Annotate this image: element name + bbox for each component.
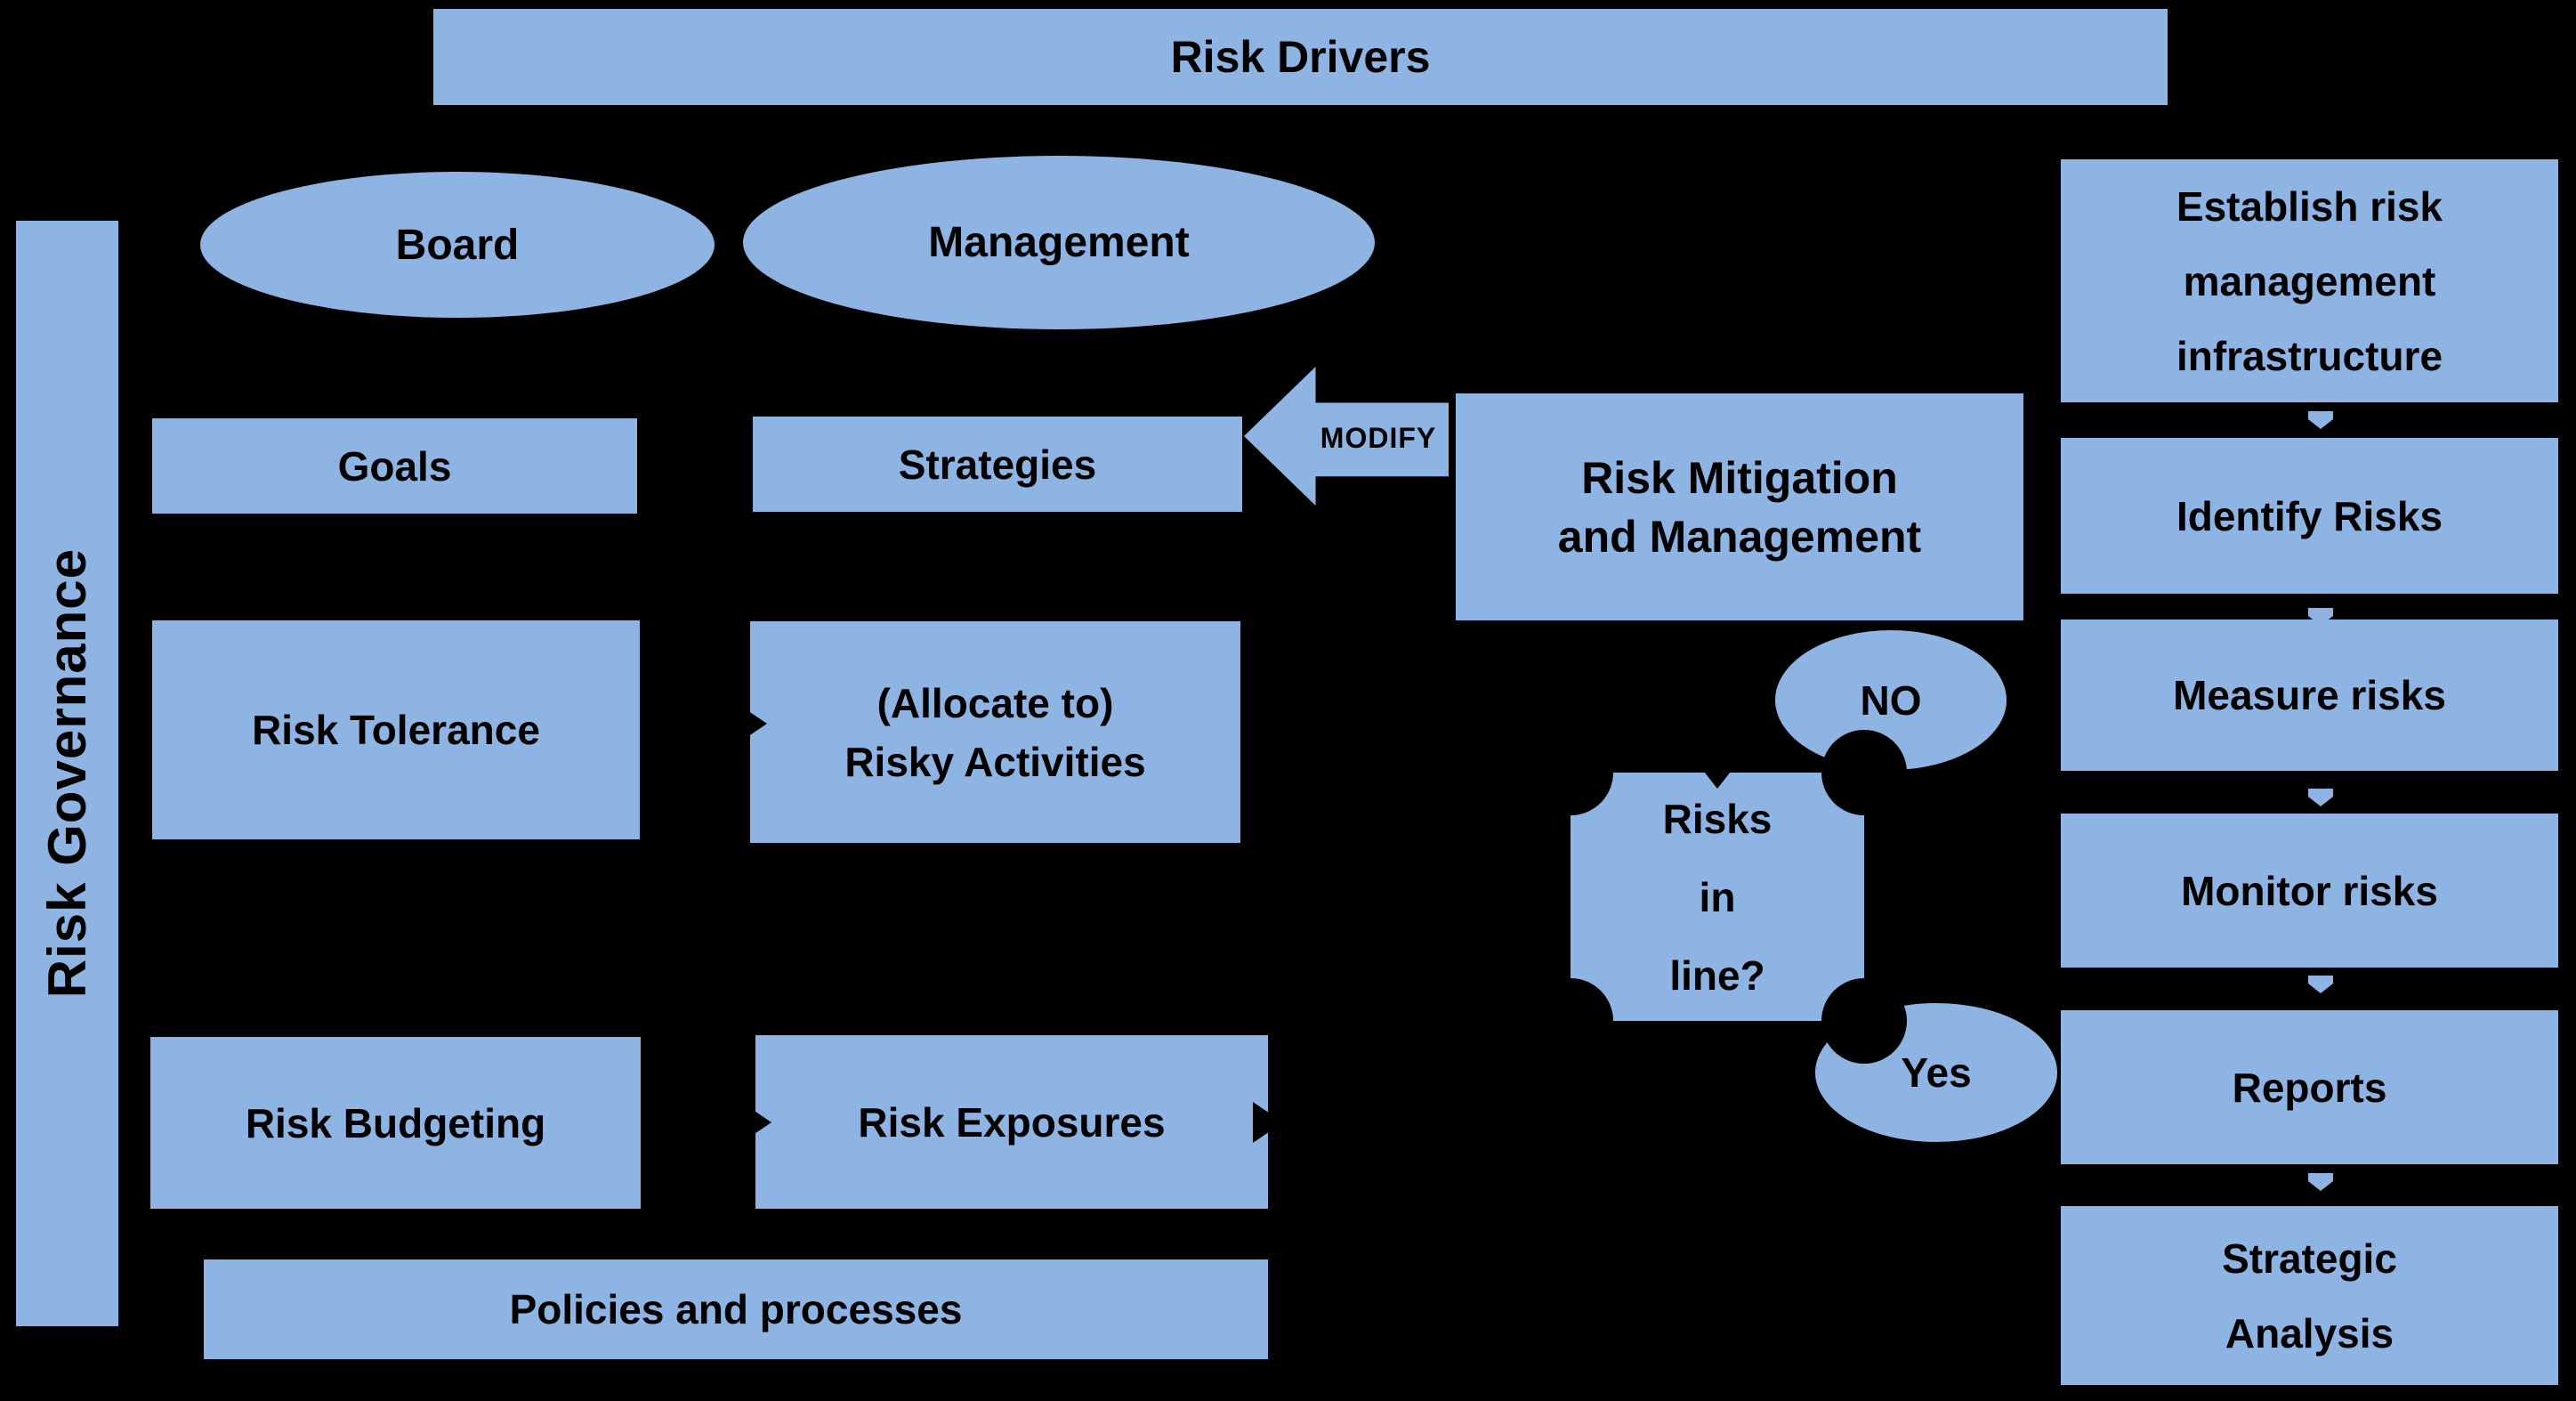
board-ellipse: Board bbox=[200, 172, 715, 318]
process-step-label: Identify Risks bbox=[2176, 492, 2443, 539]
risk-mitigation-box: Risk Mitigation and Management bbox=[1456, 393, 2023, 620]
risk-exposures-label: Risk Exposures bbox=[858, 1098, 1166, 1146]
risk-exposures-box: Risk Exposures bbox=[755, 1035, 1268, 1209]
corner-notch bbox=[1821, 978, 1907, 1064]
policies-processes-bar: Policies and processes bbox=[204, 1259, 1268, 1359]
risk-budgeting-label: Risk Budgeting bbox=[245, 1099, 546, 1146]
down-arrowhead-icon bbox=[2308, 411, 2333, 429]
corner-notch bbox=[1528, 730, 1613, 815]
down-arrowhead-icon bbox=[2308, 976, 2333, 993]
risk-governance-bar: Risk Governance bbox=[16, 221, 118, 1326]
risks-in-line-decision: Risks in line? bbox=[1571, 773, 1864, 1021]
process-step-establish-infrastructure: Establish risk management infrastructure bbox=[2061, 159, 2558, 402]
yes-label: Yes bbox=[1901, 1049, 1972, 1096]
process-step-monitor-risks: Monitor risks bbox=[2061, 814, 2558, 968]
risky-activities-line2: Risky Activities bbox=[844, 738, 1146, 785]
modify-label: MODIFY bbox=[1320, 421, 1437, 454]
risk-mitigation-line1: Risk Mitigation bbox=[1581, 452, 1898, 503]
goals-box: Goals bbox=[152, 418, 637, 514]
corner-notch bbox=[1528, 978, 1613, 1064]
strategies-label: Strategies bbox=[898, 441, 1097, 488]
risk-drivers-bar: Risk Drivers bbox=[433, 9, 2168, 105]
process-step-label: Strategic Analysis bbox=[2222, 1235, 2397, 1356]
risk-tolerance-box: Risk Tolerance bbox=[152, 620, 640, 839]
process-step-label: Reports bbox=[2232, 1064, 2387, 1111]
management-label: Management bbox=[928, 219, 1190, 266]
risks-in-line-line1: Risks bbox=[1662, 795, 1773, 842]
risks-in-line-line2: in bbox=[1699, 873, 1736, 920]
process-step-label: Measure risks bbox=[2173, 672, 2446, 718]
down-arrowhead-icon bbox=[2308, 1173, 2333, 1191]
risks-in-line-line3: line? bbox=[1669, 952, 1765, 999]
risk-budgeting-box: Risk Budgeting bbox=[150, 1037, 641, 1209]
risk-drivers-label: Risk Drivers bbox=[1170, 32, 1431, 82]
no-label: NO bbox=[1860, 676, 1922, 724]
policies-processes-label: Policies and processes bbox=[509, 1286, 963, 1332]
risky-activities-box: (Allocate to) Risky Activities bbox=[750, 621, 1240, 843]
process-step-reports: Reports bbox=[2061, 1010, 2558, 1164]
risk-mitigation-line2: and Management bbox=[1557, 511, 1922, 562]
process-step-label: Establish risk management infrastructure bbox=[2176, 182, 2443, 379]
management-ellipse: Management bbox=[743, 156, 1375, 329]
process-step-measure-risks: Measure risks bbox=[2061, 620, 2558, 771]
risky-activities-line1: (Allocate to) bbox=[876, 679, 1114, 726]
goals-label: Goals bbox=[337, 442, 452, 490]
process-step-identify-risks: Identify Risks bbox=[2061, 438, 2558, 594]
strategies-box: Strategies bbox=[753, 417, 1242, 512]
process-step-strategic-analysis: Strategic Analysis bbox=[2061, 1206, 2558, 1385]
down-arrowhead-icon bbox=[2308, 789, 2333, 806]
modify-left-arrow-icon: MODIFY bbox=[1244, 367, 1449, 506]
board-label: Board bbox=[395, 221, 520, 269]
risk-tolerance-label: Risk Tolerance bbox=[252, 707, 540, 753]
risk-governance-label: Risk Governance bbox=[37, 548, 97, 999]
process-step-label: Monitor risks bbox=[2181, 867, 2438, 914]
corner-notch bbox=[1821, 730, 1907, 815]
right-arrowhead-icon bbox=[1253, 1102, 1283, 1143]
